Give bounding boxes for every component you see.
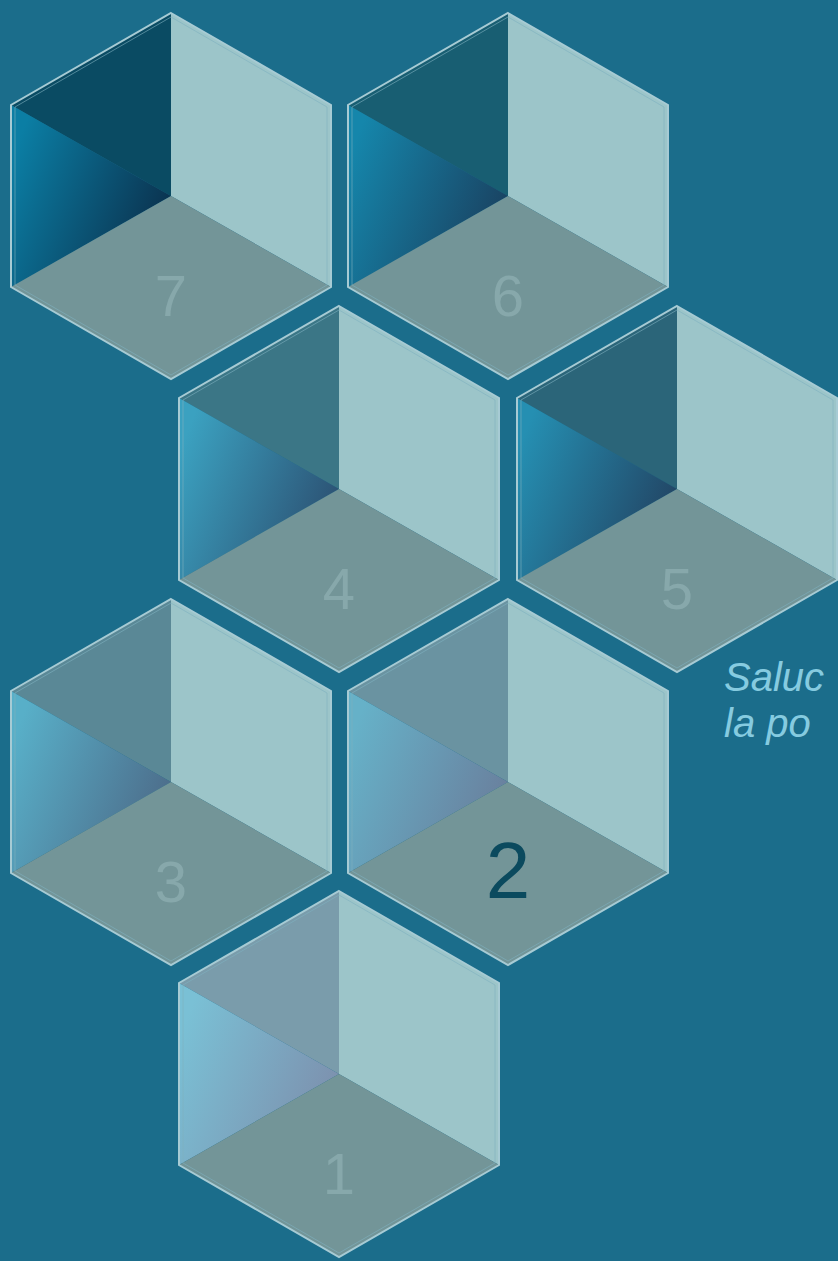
callout-number: 3 <box>155 849 187 914</box>
box-number-holder: 5 <box>516 560 838 618</box>
hexagon-box: 1 <box>178 890 500 1258</box>
box-number-holder: 3 <box>10 853 332 911</box>
callout-number: 6 <box>492 263 524 328</box>
hexagon-box: 7 <box>10 12 332 380</box>
box-number-holder: 6 <box>347 267 669 325</box>
hexagon-box: 4 <box>178 305 500 673</box>
box-number-holder: 1 <box>178 1145 500 1203</box>
box-number-holder: 2 <box>347 831 669 911</box>
hexagon-box: 5 <box>516 305 838 673</box>
cut-title-text: Saluc la po <box>724 654 832 746</box>
hexagon-box: 3 <box>10 598 332 966</box>
hexagon-box: 6 <box>347 12 669 380</box>
hexagon-box: 2 <box>347 598 669 966</box>
callout-number: 4 <box>323 556 355 621</box>
box-number-holder: 4 <box>178 560 500 618</box>
callout-number: 7 <box>155 263 187 328</box>
callout-number: 1 <box>323 1141 355 1206</box>
callout-number: 2 <box>486 826 531 915</box>
box-number-holder: 7 <box>10 267 332 325</box>
callout-number: 5 <box>661 556 693 621</box>
